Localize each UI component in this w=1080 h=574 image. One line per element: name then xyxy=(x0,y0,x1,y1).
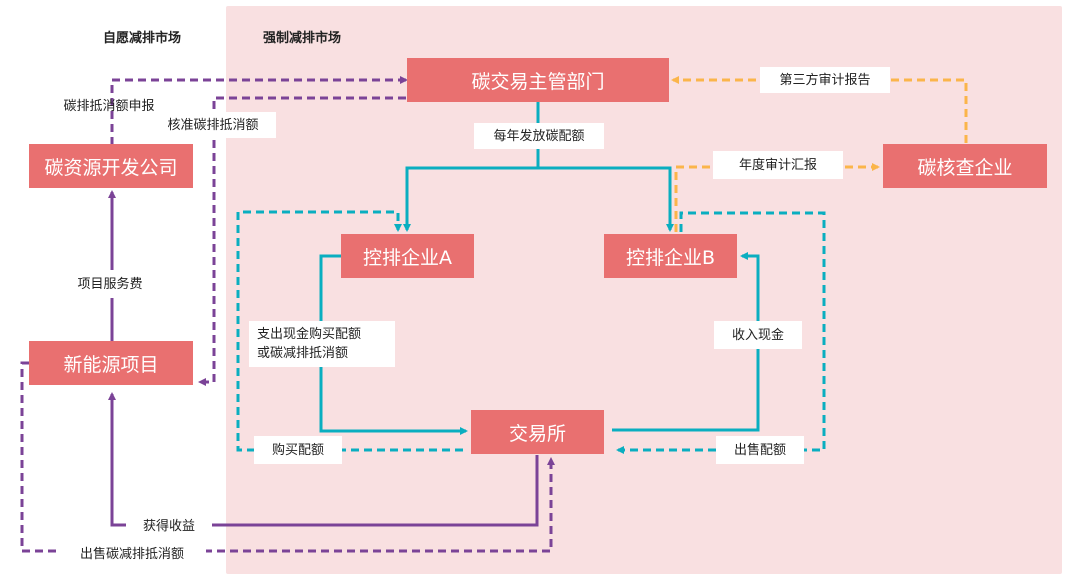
label-buy-allowance: 购买配额 xyxy=(254,436,342,464)
label-annual-audit: 年度审计汇报 xyxy=(713,151,843,179)
node-company-a: 控排企业A xyxy=(341,234,474,278)
label-project-fee: 项目服务费 xyxy=(62,270,158,298)
label-annual-allowance: 每年发放碳配额 xyxy=(474,123,604,149)
edge-sell-allowance xyxy=(616,211,826,454)
edge-allowance-a xyxy=(403,102,540,232)
node-carbon-dev: 碳资源开发公司 xyxy=(29,144,193,188)
label-pay-cash: 支出现金购买配额 或碳减排抵消额 xyxy=(249,321,395,367)
label-offset-declare: 碳排抵消额申报 xyxy=(63,98,155,114)
label-pay-cash-line2: 或碳减排抵消额 xyxy=(257,346,349,361)
node-new-energy: 新能源项目 xyxy=(29,341,193,385)
label-approve-offset: 核准碳排抵消额 xyxy=(150,112,276,138)
edge-offset-declare xyxy=(110,76,408,145)
label-pay-cash-line1: 支出现金购买配额 xyxy=(257,327,362,342)
edge-sell-offset xyxy=(20,361,555,553)
mandatory-market-title: 强制减排市场 xyxy=(263,31,342,46)
node-verifier: 碳核查企业 xyxy=(883,144,1047,188)
edge-revenue xyxy=(108,392,539,527)
edge-approve-offset xyxy=(198,96,406,386)
label-sell-offset: 出售碳减排抵消额 xyxy=(58,540,206,568)
label-receive-cash: 收入现金 xyxy=(714,321,802,349)
voluntary-market-title: 自愿减排市场 xyxy=(103,31,182,46)
node-company-b: 控排企业B xyxy=(604,234,737,278)
edge-allowance-b xyxy=(538,166,674,232)
label-sell-allowance: 出售配额 xyxy=(716,436,804,464)
edge-third-party-report xyxy=(671,76,968,143)
label-get-revenue: 获得收益 xyxy=(126,512,212,540)
node-exchange: 交易所 xyxy=(471,410,604,454)
label-third-party-report: 第三方审计报告 xyxy=(760,67,890,93)
node-authority: 碳交易主管部门 xyxy=(407,58,669,102)
